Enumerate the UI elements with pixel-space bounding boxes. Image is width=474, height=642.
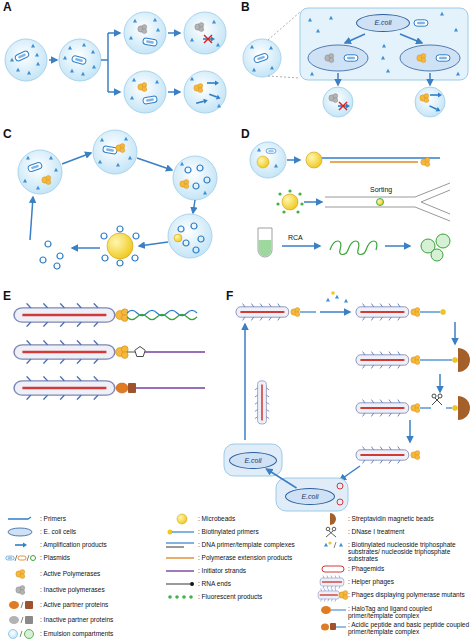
legend-entry: : Biotinylated nucleoside triphosphate s… [348,541,474,562]
legend-entry: : Primers [40,515,158,522]
legend-text: : Biotinylated primers [198,528,259,535]
legend-entry: : Phagemids [348,565,474,572]
legend-entry: : Emulsion compartments [40,630,158,637]
legend-text: : Polymerase extension products [198,554,292,561]
legend-text: : Inactive partner proteins [40,616,113,623]
cell-label: E.coli [301,493,318,501]
legend-entry: : Fluorescent products [198,593,316,600]
step-label: RCA [288,234,303,242]
legend-text: : E. coli cells [40,528,76,535]
step-label: Sorting [370,186,392,194]
panel-letter: F [226,290,233,303]
legend-entry: : Amplification products [40,541,158,548]
legend-text: : Helper phages [348,578,394,585]
legend-text: : Plasmids [40,554,70,561]
legend-text: : Microbeads [198,515,235,522]
legend-text: : Emulsion compartments [40,630,113,637]
legend-text: : Phagemids [348,565,384,572]
legend-entry: : Acidic peptide and basic peptide coupl… [348,621,474,635]
panel-letter: A [3,1,12,14]
legend-text: : Streptavidin magnetic beads [348,515,434,522]
legend-text: : Fluorescent products [198,593,262,600]
legend-entry: : Helper phages [348,578,474,585]
legend-text: : Initiator strands [198,567,246,574]
cell-node: E.coli [229,452,277,469]
legend-text: : HaloTag and ligand coupled primer/temp… [348,605,432,619]
panel-letter: C [3,128,12,141]
legend-entry: : Inactive polymerases [40,586,158,593]
legend-text: : Amplification products [40,541,107,548]
cell-label: E.coli [374,19,391,27]
cell-node: E.coli [356,14,410,32]
flow-arrow [266,469,296,488]
legend-entry: : Active partner proteins [40,601,158,608]
legend-text: : Primers [40,515,66,522]
legend-entry: : Phages displaying polymerase mutants [348,591,474,598]
cell-node: E.coli [285,488,335,505]
legend-entry: : Inactive partner proteins [40,616,158,623]
legend-entry: : DNA primer/template complexes [198,541,316,548]
legend-entry: : HaloTag and ligand coupled primer/temp… [348,605,474,619]
legend-entry: : Biotinylated primers [198,528,316,535]
legend-entry: : RNA ends [198,580,316,587]
panel-letter: E [3,290,11,303]
legend-text: : DNA primer/template complexes [198,541,295,548]
legend-text: : Active partner proteins [40,601,108,608]
panel-letter: B [241,1,250,14]
legend-entry: : Microbeads [198,515,316,522]
legend-entry: : Initiator strands [198,567,316,574]
legend-entry: : DNase I treatment [348,528,474,535]
legend-entry: : E. coli cells [40,528,158,535]
cell-label: E.coli [244,457,261,465]
legend-text: : Acidic peptide and basic peptide coupl… [348,621,469,635]
panel-letter: D [241,128,250,141]
legend-entry: : Plasmids [40,554,158,561]
legend-text: : Inactive polymerases [40,586,105,593]
legend-entry: : Active Polymerases [40,570,158,577]
legend-entry: : Polymerase extension products [198,554,316,561]
legend-text: : Active Polymerases [40,570,100,577]
legend-text: : DNase I treatment [348,528,404,535]
legend-text: : Biotinylated nucleoside triphosphate s… [348,541,456,562]
legend-entry: : Streptavidin magnetic beads [348,515,474,522]
legend-text: : Phages displaying polymerase mutants [348,591,465,598]
legend-text: : RNA ends [198,580,231,587]
